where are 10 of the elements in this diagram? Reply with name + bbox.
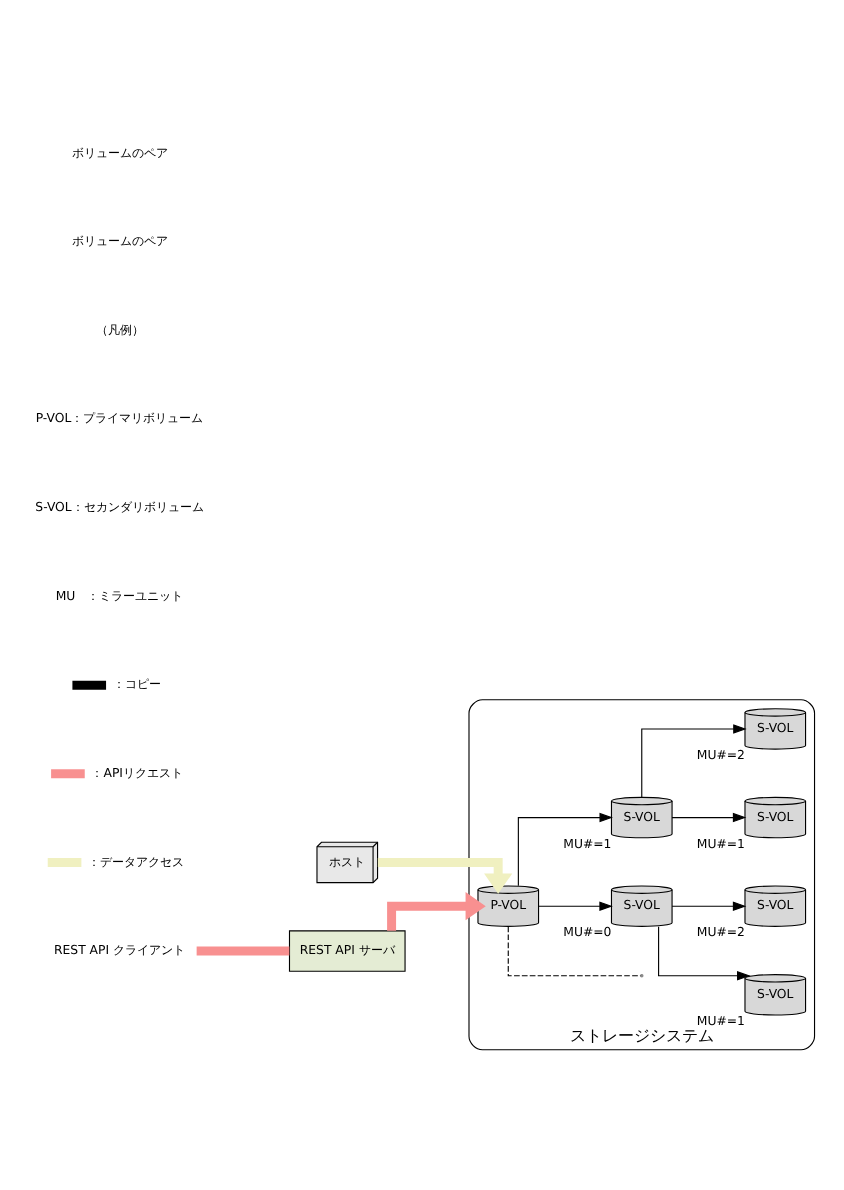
connector	[195, 945, 289, 955]
arrow	[657, 925, 750, 980]
arrow	[537, 900, 612, 910]
arrow	[670, 811, 746, 822]
arrow	[386, 891, 485, 930]
connector	[506, 925, 640, 976]
arrow	[640, 723, 746, 797]
arrow	[516, 811, 612, 886]
arrow	[670, 900, 746, 910]
arrow	[376, 856, 512, 893]
